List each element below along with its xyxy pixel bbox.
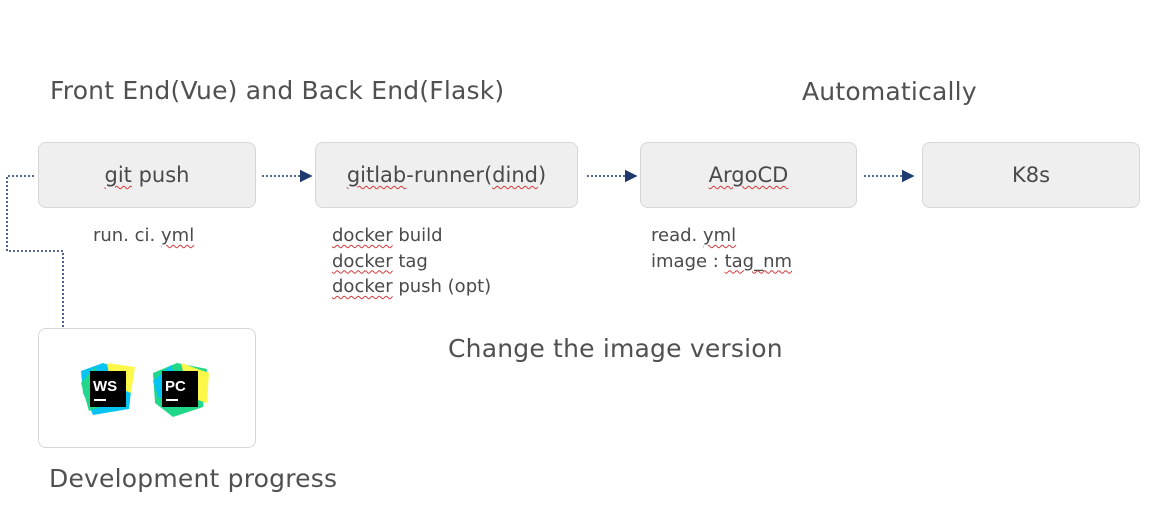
runner-label-end: ) [537,163,547,187]
note-git-push: run. ci. yml [93,223,194,249]
note-git-push-prefix: run. ci. [93,225,162,246]
node-k8s: K8s [922,142,1140,208]
heading-development: Development progress [49,464,338,493]
pycharm-icon: PC [153,363,209,417]
docker-cmd-tag: tag [392,250,428,272]
heading-frontend-backend: Front End(Vue) and Back End(Flask) [50,76,505,105]
note-git-push-yml: yml [161,225,195,246]
heading-change-image: Change the image version [448,334,783,363]
node-argocd: ArgoCD [640,142,857,208]
docker-cmd-build: build [392,225,443,246]
note-runner-line-push: docker push (opt) [332,274,491,300]
note-argocd-image: image : [651,250,725,272]
heading-automatically: Automatically [802,77,977,106]
git-push-label-git: git [104,163,132,187]
note-gitlab-runner: docker build docker tag docker push (opt… [332,223,491,300]
webstorm-icon: WS [81,363,135,415]
note-runner-line-tag: docker tag [332,249,491,275]
docker-word: docker [332,276,393,297]
runner-label-gitlab: gitlab [346,163,407,187]
k8s-label: K8s [1011,163,1051,187]
ide-icons: WS PC [81,363,209,417]
note-argocd-yml: yml [702,225,737,246]
runner-label-mid: -runner( [406,163,493,187]
git-push-label-rest: push [131,163,190,187]
note-argocd: read. yml image : tag_nm [651,223,792,274]
runner-label-dind: dind [492,163,538,187]
connector-dev-to-git [6,175,64,328]
note-argocd-read: read. [651,225,703,246]
note-argocd-line-read: read. yml [651,223,792,249]
note-runner-line-build: docker build [332,223,491,249]
docker-cmd-push: push (opt) [392,276,492,297]
webstorm-text: WS [93,378,117,395]
node-gitlab-runner: gitlab-runner(dind) [315,142,578,208]
docker-word: docker [332,250,393,272]
dev-tools-box: WS PC [38,328,256,448]
docker-word: docker [332,225,393,246]
note-argocd-tag: tag_nm [724,250,793,272]
note-argocd-line-image: image : tag_nm [651,249,792,275]
argocd-label: ArgoCD [708,163,789,187]
pycharm-text: PC [165,378,186,395]
node-git-push: git push [38,142,256,208]
